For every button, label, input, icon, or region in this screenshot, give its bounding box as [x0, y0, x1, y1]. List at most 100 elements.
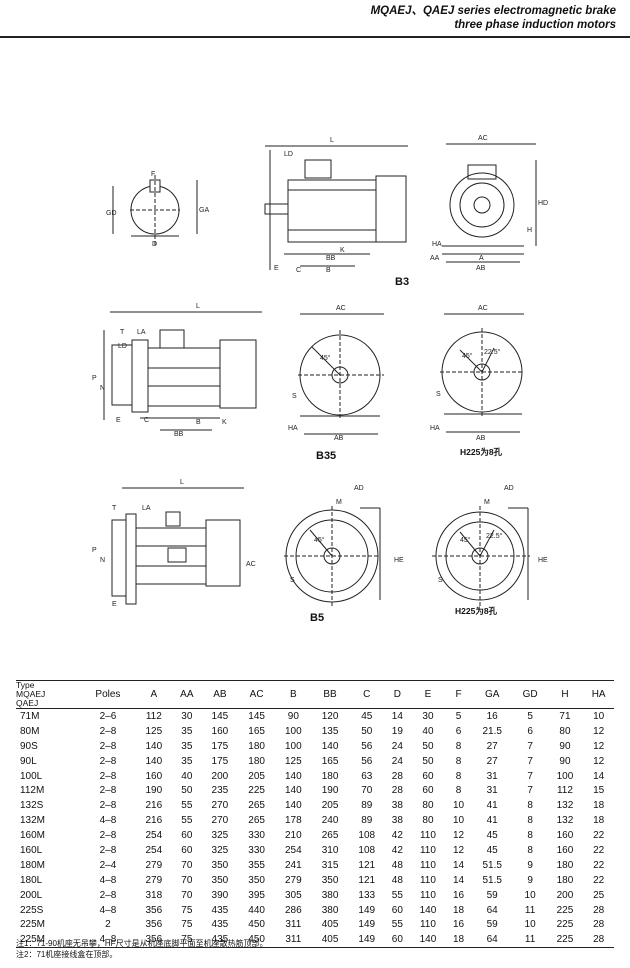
value-cell: 225: [546, 932, 584, 949]
type-cell: 90L: [20, 755, 37, 767]
value-cell: 279: [284, 874, 302, 886]
dim-b5-T: T: [112, 505, 117, 512]
dim-b5-E: E: [112, 601, 117, 608]
value-cell: 132: [556, 800, 574, 812]
value-cell: 235: [211, 785, 229, 797]
value-cell: 19: [391, 725, 403, 737]
col-header: AA: [172, 680, 202, 709]
value-cell: 71: [559, 710, 571, 722]
col-header: F: [446, 680, 471, 709]
value-cell: 440: [248, 904, 265, 916]
value-cell: 180: [556, 874, 574, 886]
value-cell: 205: [248, 770, 265, 782]
value-cell: 108: [358, 844, 376, 856]
dim-b35-AB: AB: [334, 435, 344, 442]
value-cell: 450: [238, 932, 275, 949]
dim-b35-BB: BB: [174, 431, 184, 438]
value-cell: 8: [527, 815, 533, 827]
value-cell: 70: [181, 874, 193, 886]
value-cell: 12: [593, 740, 605, 752]
dim-b35b-45: 45°: [462, 352, 473, 360]
value-cell: 100: [284, 740, 302, 752]
value-cell: 380: [321, 889, 339, 901]
col-header: HA: [583, 680, 614, 709]
value-cell: 4–8: [80, 932, 136, 949]
value-cell: 80: [422, 800, 434, 812]
value-cell: 41: [486, 800, 498, 812]
b35-flange-view: [298, 313, 384, 435]
value-cell: 450: [248, 919, 265, 931]
value-cell: 165: [321, 755, 339, 767]
value-cell: 7: [527, 755, 533, 767]
value-cell: 63: [361, 770, 373, 782]
value-cell: 165: [248, 725, 265, 737]
dim-b5b-22: 22.5°: [486, 532, 503, 540]
value-cell: 7: [527, 770, 533, 782]
value-cell: 149: [358, 919, 376, 931]
value-cell: 180: [248, 755, 265, 767]
value-cell: 30: [422, 710, 434, 722]
value-cell: 140: [145, 755, 163, 767]
dim-B: B: [326, 267, 331, 274]
value-cell: 14: [391, 710, 403, 722]
col-header: BB: [311, 680, 349, 709]
value-cell: 60: [181, 830, 193, 842]
b5-side-view: [111, 487, 244, 605]
header-title-line2: three phase induction motors: [454, 19, 616, 31]
value-cell: 90: [559, 755, 571, 767]
dim-b35-HA: HA: [288, 425, 298, 432]
value-cell: 149: [348, 932, 386, 949]
value-cell: 45: [486, 830, 498, 842]
value-cell: 14: [452, 859, 465, 871]
value-cell: 110: [419, 919, 436, 931]
dim-b35b-AC: AC: [478, 305, 488, 312]
value-cell: 135: [321, 725, 339, 737]
col-header: H: [546, 680, 584, 709]
dim-K: K: [340, 247, 345, 254]
value-cell: 56: [361, 755, 373, 767]
value-cell: 110: [419, 830, 436, 842]
value-cell: 18: [452, 904, 465, 916]
value-cell: 160: [556, 844, 574, 856]
value-cell: 22: [593, 844, 605, 856]
dim-C: C: [296, 267, 301, 274]
b3-side-view: [264, 145, 408, 270]
value-cell: 16: [452, 919, 465, 931]
value-cell: 100: [284, 725, 302, 737]
value-cell: 2–8: [99, 830, 117, 842]
type-header-line1: Type: [16, 680, 35, 690]
value-cell: 216: [145, 800, 163, 812]
value-cell: 108: [358, 830, 376, 842]
dim-E: E: [274, 265, 279, 272]
value-cell: 325: [211, 844, 229, 856]
value-cell: 55: [391, 889, 403, 901]
value-cell: 2–8: [99, 785, 117, 797]
value-cell: 140: [419, 904, 437, 916]
dim-b35-AC: AC: [336, 305, 346, 312]
value-cell: 70: [181, 889, 193, 901]
col-header: B: [274, 680, 312, 709]
type-cell: 132M: [20, 815, 46, 827]
value-cell: 10: [593, 710, 605, 722]
value-cell: 112: [556, 785, 573, 797]
value-cell: 50: [422, 740, 434, 752]
dim-b5-LA: LA: [142, 505, 151, 512]
col-header: GA: [470, 680, 514, 709]
b35-flange-8hole-view: [440, 313, 524, 433]
dim-b35-45: 45°: [320, 354, 331, 362]
h225-note-b35: H225为8孔: [460, 447, 503, 457]
value-cell: 8: [455, 755, 462, 767]
value-cell: 330: [248, 830, 265, 842]
value-cell: 265: [248, 800, 265, 812]
value-cell: 390: [211, 889, 229, 901]
value-cell: 11: [513, 932, 547, 949]
value-cell: 50: [422, 755, 434, 767]
value-cell: 25: [593, 889, 605, 901]
value-cell: 265: [248, 815, 265, 827]
value-cell: 140: [284, 770, 302, 782]
value-cell: 8: [455, 785, 462, 797]
